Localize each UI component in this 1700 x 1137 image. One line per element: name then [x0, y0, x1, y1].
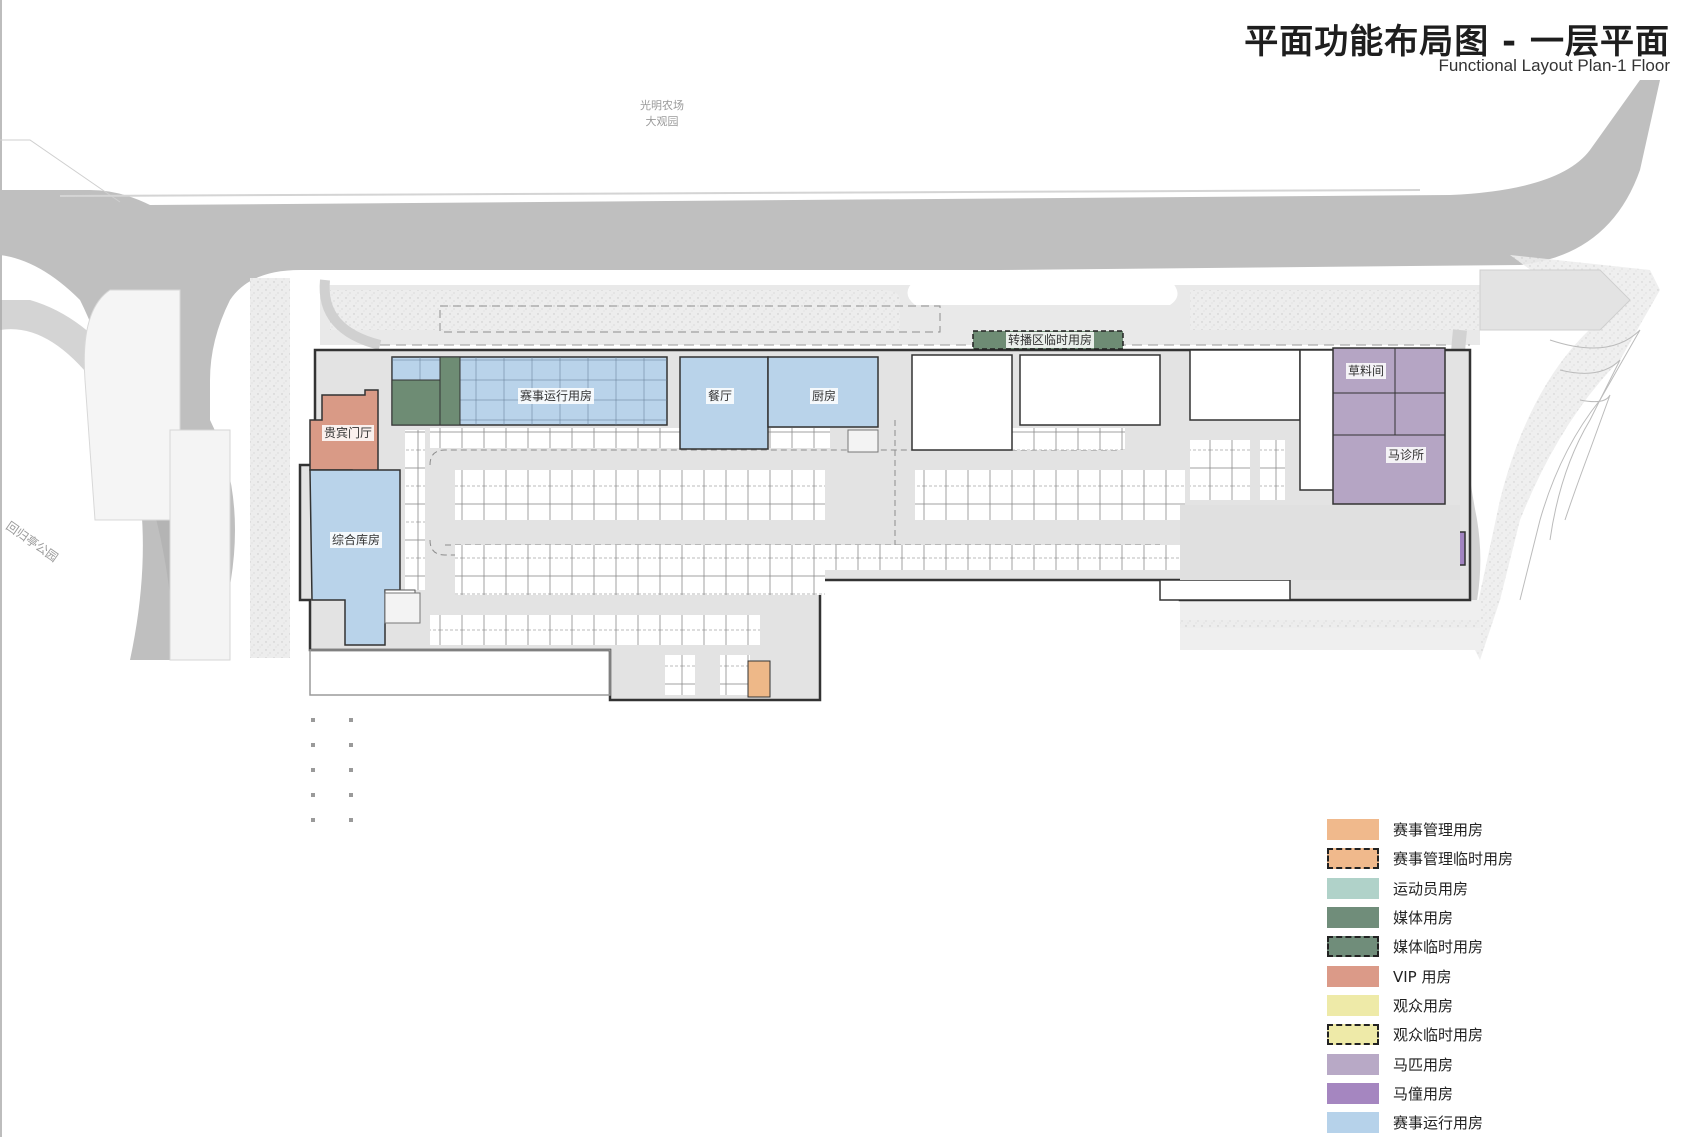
legend-item: 媒体临时用房 [1327, 932, 1513, 961]
legend-swatch [1327, 1053, 1379, 1075]
legend-label: 赛事管理临时用房 [1393, 850, 1514, 869]
legend-item: 马僮用房 [1327, 1079, 1513, 1108]
legend-item: 媒体用房 [1327, 903, 1513, 932]
legend-swatch [1327, 994, 1379, 1016]
legend: 赛事管理用房 赛事管理临时用房 运动员用房 媒体用房 媒体临时用房 VIP 用房… [1327, 815, 1513, 1137]
legend-swatch [1327, 907, 1379, 929]
legend-label: 观众用房 [1393, 996, 1454, 1015]
legend-swatch [1327, 1082, 1379, 1104]
west-plaza [83, 278, 290, 661]
legend-item: 马匹用房 [1327, 1049, 1513, 1078]
frame-border [0, 0, 2, 1137]
legend-label: 媒体用房 [1393, 909, 1454, 928]
legend-swatch [1327, 848, 1379, 870]
room-label-dining-hall: 餐厅 [706, 388, 735, 404]
room-label-feed-room: 草料间 [1346, 363, 1387, 379]
legend-item: 赛事管理用房 [1327, 815, 1513, 844]
legend-item: 赛事运行用房 [1327, 1108, 1513, 1137]
north-area-label-line1: 光明农场 [640, 99, 684, 112]
page-title: 平面功能布局图 - 一层平面 [1244, 22, 1670, 62]
north-area-label-line2: 大观园 [645, 115, 679, 128]
legend-label: 赛事运行用房 [1393, 1114, 1484, 1133]
ramp [384, 429, 879, 624]
legend-item: 观众用房 [1327, 991, 1513, 1020]
room-label-general-storage: 综合库房 [330, 532, 383, 548]
room-label-horse-clinic: 马诊所 [1386, 447, 1427, 463]
legend-label: VIP 用房 [1393, 967, 1452, 986]
room-label-vip-lobby: 贵宾门厅 [322, 425, 375, 441]
legend-item: 运动员用房 [1327, 874, 1513, 903]
room-label-event-operations: 赛事运行用房 [518, 388, 595, 404]
page-subtitle: Functional Layout Plan-1 Floor [1438, 56, 1670, 75]
legend-label: 赛事管理用房 [1393, 821, 1484, 840]
column-grid-dots [311, 718, 353, 822]
legend-item: 观众临时用房 [1327, 1020, 1513, 1049]
main-road [0, 80, 1660, 660]
legend-label: 马匹用房 [1393, 1055, 1454, 1074]
legend-label: 运动员用房 [1393, 879, 1469, 898]
horse-rooms [1180, 347, 1466, 580]
south-strip [1180, 600, 1480, 650]
legend-item: 赛事管理临时用房 [1327, 844, 1513, 873]
room-label-kitchen: 厨房 [810, 388, 839, 404]
legend-label: 马僮用房 [1393, 1084, 1454, 1103]
legend-swatch [1327, 936, 1379, 958]
legend-item: VIP 用房 [1327, 961, 1513, 990]
east-landscape [1449, 255, 1660, 660]
room-label-broadcast-temp: 转播区临时用房 [1006, 332, 1095, 348]
legend-swatch [1327, 1112, 1379, 1134]
legend-swatch [1327, 819, 1379, 841]
legend-swatch [1327, 965, 1379, 987]
legend-swatch [1327, 1024, 1379, 1046]
legend-swatch [1327, 877, 1379, 899]
service-blocks [911, 349, 1341, 601]
north-landscape-strip [319, 279, 1480, 350]
event-mgmt-room [747, 660, 771, 698]
legend-label: 观众临时用房 [1393, 1026, 1484, 1045]
north-area-label: 光明农场 大观园 [640, 98, 684, 130]
parking-stalls [405, 428, 1285, 695]
legend-label: 媒体临时用房 [1393, 938, 1484, 957]
